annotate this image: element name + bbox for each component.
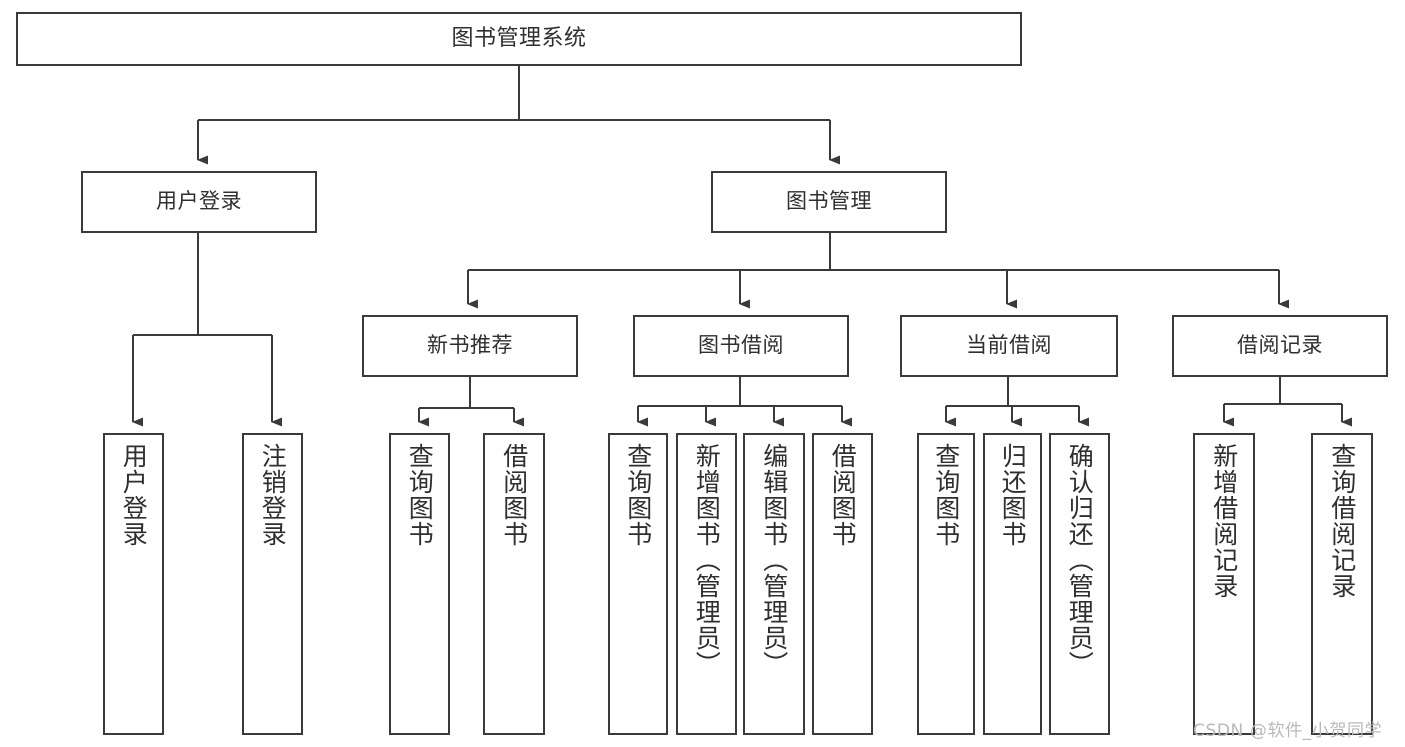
node-leaf-rec-borrow-book[interactable]: 借阅图书 [483, 433, 545, 735]
node-new-book-rec-label: 新书推荐 [427, 333, 513, 358]
node-leaf-logout-label: 注销登录 [258, 443, 288, 547]
node-leaf-bb-borrow-book[interactable]: 借阅图书 [812, 433, 873, 735]
node-leaf-cb-return-book[interactable]: 归还图书 [983, 433, 1042, 735]
node-current-borrow-label: 当前借阅 [966, 333, 1052, 358]
node-book-manage[interactable]: 图书管理 [711, 171, 947, 233]
node-leaf-rec-query-book[interactable]: 查询图书 [389, 433, 450, 735]
node-leaf-user-login-label: 用户登录 [119, 443, 149, 547]
node-leaf-cb-confirm-return[interactable]: 确认归还（管理员） [1049, 433, 1110, 735]
node-user-login[interactable]: 用户登录 [81, 171, 317, 233]
node-root-system[interactable]: 图书管理系统 [16, 12, 1022, 66]
node-book-borrow-label: 图书借阅 [698, 333, 784, 358]
node-user-login-label: 用户登录 [156, 189, 242, 214]
node-new-book-rec[interactable]: 新书推荐 [362, 315, 578, 377]
node-leaf-bb-query-book-label: 查询图书 [623, 443, 653, 547]
node-leaf-br-query-record-label: 查询借阅记录 [1327, 443, 1357, 599]
node-leaf-bb-edit-book[interactable]: 编辑图书（管理员） [743, 433, 805, 735]
node-leaf-br-add-record[interactable]: 新增借阅记录 [1193, 433, 1255, 735]
node-borrow-record[interactable]: 借阅记录 [1172, 315, 1388, 377]
node-leaf-bb-query-book[interactable]: 查询图书 [608, 433, 668, 735]
node-book-borrow[interactable]: 图书借阅 [633, 315, 849, 377]
node-leaf-cb-query-book-label: 查询图书 [931, 443, 961, 547]
node-leaf-cb-query-book[interactable]: 查询图书 [917, 433, 975, 735]
node-root-system-label: 图书管理系统 [451, 25, 587, 51]
node-leaf-bb-add-book-label: 新增图书（管理员） [692, 443, 722, 677]
node-borrow-record-label: 借阅记录 [1237, 333, 1323, 358]
node-leaf-cb-confirm-return-label: 确认归还（管理员） [1065, 443, 1095, 677]
node-current-borrow[interactable]: 当前借阅 [900, 315, 1118, 377]
node-leaf-br-query-record[interactable]: 查询借阅记录 [1311, 433, 1373, 735]
node-leaf-rec-borrow-book-label: 借阅图书 [499, 443, 529, 547]
node-book-manage-label: 图书管理 [786, 189, 872, 214]
node-leaf-br-add-record-label: 新增借阅记录 [1209, 443, 1239, 599]
node-leaf-logout[interactable]: 注销登录 [242, 433, 303, 735]
node-leaf-bb-edit-book-label: 编辑图书（管理员） [759, 443, 789, 677]
node-leaf-rec-query-book-label: 查询图书 [405, 443, 435, 547]
watermark-csdn: CSDN @软件_小贺同学 [1193, 721, 1383, 741]
node-leaf-bb-add-book[interactable]: 新增图书（管理员） [676, 433, 737, 735]
node-leaf-user-login[interactable]: 用户登录 [103, 433, 164, 735]
tree-edges [131, 66, 1352, 427]
node-leaf-cb-return-book-label: 归还图书 [998, 443, 1028, 547]
node-leaf-bb-borrow-book-label: 借阅图书 [828, 443, 858, 547]
